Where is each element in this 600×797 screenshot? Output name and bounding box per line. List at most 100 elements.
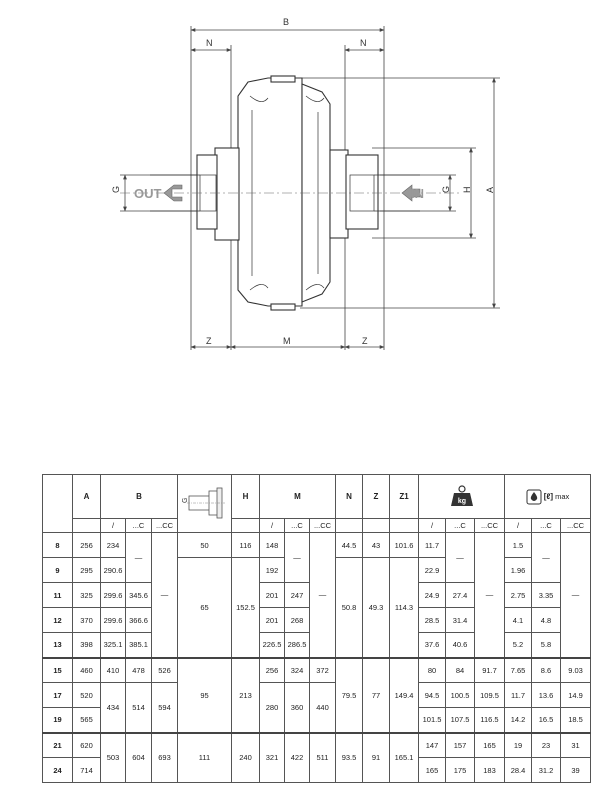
cell-b-cc: 693 — [151, 732, 178, 783]
cell-m-c: 247 — [284, 582, 310, 608]
cell-oil-cc: 9.03 — [560, 657, 591, 683]
cell-m: 201 — [259, 582, 285, 608]
cell-g: 111 — [177, 732, 232, 783]
cell-z: 43 — [362, 532, 390, 558]
dim-b: B — [283, 17, 289, 27]
dim-m: M — [283, 336, 291, 346]
cell-h: 213 — [231, 657, 260, 733]
cell-g: 50 — [177, 532, 232, 558]
cell-size: 24 — [42, 757, 73, 783]
cell-kg: 80 — [418, 657, 446, 683]
cell-oil-cc: 14.9 — [560, 682, 591, 708]
table-row: 8 256 234 — — 50 116 148 — — 44.5 43 101… — [42, 532, 591, 658]
cell-n: 50.8 — [335, 557, 363, 658]
cell-size: 9 — [42, 557, 73, 583]
cell-oil-c: 4.8 — [531, 607, 561, 633]
sub-m-2: ...C — [284, 518, 310, 533]
cell-b: 434 — [100, 682, 126, 733]
cell-kg-cc: 116.5 — [474, 707, 505, 733]
cell-oil: 14.2 — [504, 707, 532, 733]
cell-oil-cc: 18.5 — [560, 707, 591, 733]
cell-a: 295 — [72, 557, 101, 583]
cell-kg: 147 — [418, 732, 446, 758]
cell-kg-cc: — — [474, 532, 505, 658]
coupling-drawing: OUT IN B N N Z M Z G G H A — [111, 17, 500, 350]
header-weight: kg — [418, 474, 505, 519]
dim-h: H — [462, 187, 472, 194]
cell-m-cc: 511 — [309, 732, 336, 783]
cell-m: 256 — [259, 657, 285, 683]
cell-a: 398 — [72, 632, 101, 658]
cell-z1: 149.4 — [389, 657, 419, 733]
cell-kg-c: 27.4 — [445, 582, 475, 608]
cell-kg-c: 84 — [445, 657, 475, 683]
cell-a: 325 — [72, 582, 101, 608]
table-row: 21 620 503 604 693 111 240 321 422 511 9… — [42, 732, 591, 783]
cell-b-c: 345.6 — [125, 582, 152, 608]
dim-n-right: N — [360, 38, 367, 48]
dimensions-table: A B G H M N Z Z1 kg — [42, 474, 591, 783]
header-oil: [ℓ] max — [504, 474, 591, 519]
sub-h — [231, 518, 260, 533]
cell-kg-c: 175 — [445, 757, 475, 783]
cell-m-c: 324 — [284, 657, 310, 683]
cell-b-c: 604 — [125, 732, 152, 783]
cell-size: 19 — [42, 707, 73, 733]
cell-m: 321 — [259, 732, 285, 783]
sub-kg-1: / — [418, 518, 446, 533]
cell-a: 520 — [72, 682, 101, 708]
cell-kg-cc: 109.5 — [474, 682, 505, 708]
cell-kg-c: 40.6 — [445, 632, 475, 658]
cell-kg-cc: 165 — [474, 732, 505, 758]
cell-kg-c: 107.5 — [445, 707, 475, 733]
cell-size: 17 — [42, 682, 73, 708]
cell-oil-c: 16.5 — [531, 707, 561, 733]
cell-a: 620 — [72, 732, 101, 758]
in-label: IN — [411, 186, 424, 201]
table-row: 19 565 101.5 107.5 116.5 14.2 16.5 18.5 — [42, 707, 591, 733]
header-m: M — [259, 474, 336, 519]
dim-z-right: Z — [362, 336, 368, 346]
cell-a: 565 — [72, 707, 101, 733]
cell-m: 192 — [259, 557, 285, 583]
cell-kg: 165 — [418, 757, 446, 783]
cell-m-c: 268 — [284, 607, 310, 633]
cell-z1: 101.6 — [389, 532, 419, 558]
sub-z — [362, 518, 390, 533]
cell-a: 714 — [72, 757, 101, 783]
cell-kg: 101.5 — [418, 707, 446, 733]
cell-z1: 165.1 — [389, 732, 419, 783]
header-g: G — [177, 474, 232, 533]
cell-m-c: — — [284, 532, 310, 583]
header-size — [42, 474, 73, 533]
cell-b-c: — — [125, 532, 152, 583]
cell-oil-cc: 31 — [560, 732, 591, 758]
svg-text:kg: kg — [457, 498, 465, 505]
cell-oil: 4.1 — [504, 607, 532, 633]
cell-oil-c: 3.35 — [531, 582, 561, 608]
cell-m: 201 — [259, 607, 285, 633]
cell-oil: 1.96 — [504, 557, 532, 583]
dim-z-left: Z — [206, 336, 212, 346]
cell-kg-c: — — [445, 532, 475, 583]
cell-a: 370 — [72, 607, 101, 633]
cell-oil-c: 8.6 — [531, 657, 561, 683]
cell-kg: 37.6 — [418, 632, 446, 658]
table-row: 24 714 165 175 183 28.4 31.2 39 — [42, 757, 591, 783]
cell-size: 13 — [42, 632, 73, 658]
cell-kg: 22.9 — [418, 557, 446, 583]
sub-m-3: ...CC — [309, 518, 336, 533]
cell-b-cc: 594 — [151, 682, 178, 733]
cell-oil: 19 — [504, 732, 532, 758]
cell-kg-c: 100.5 — [445, 682, 475, 708]
cell-m: 226.5 — [259, 632, 285, 658]
cell-m: 148 — [259, 532, 285, 558]
sub-oil-2: ...C — [531, 518, 561, 533]
cell-kg-cc: 183 — [474, 757, 505, 783]
cell-size: 8 — [42, 532, 73, 558]
cell-oil: 7.65 — [504, 657, 532, 683]
cell-oil: 2.75 — [504, 582, 532, 608]
oil-can-icon — [526, 489, 542, 504]
cell-z: 91 — [362, 732, 390, 783]
dim-n-left: N — [206, 38, 213, 48]
